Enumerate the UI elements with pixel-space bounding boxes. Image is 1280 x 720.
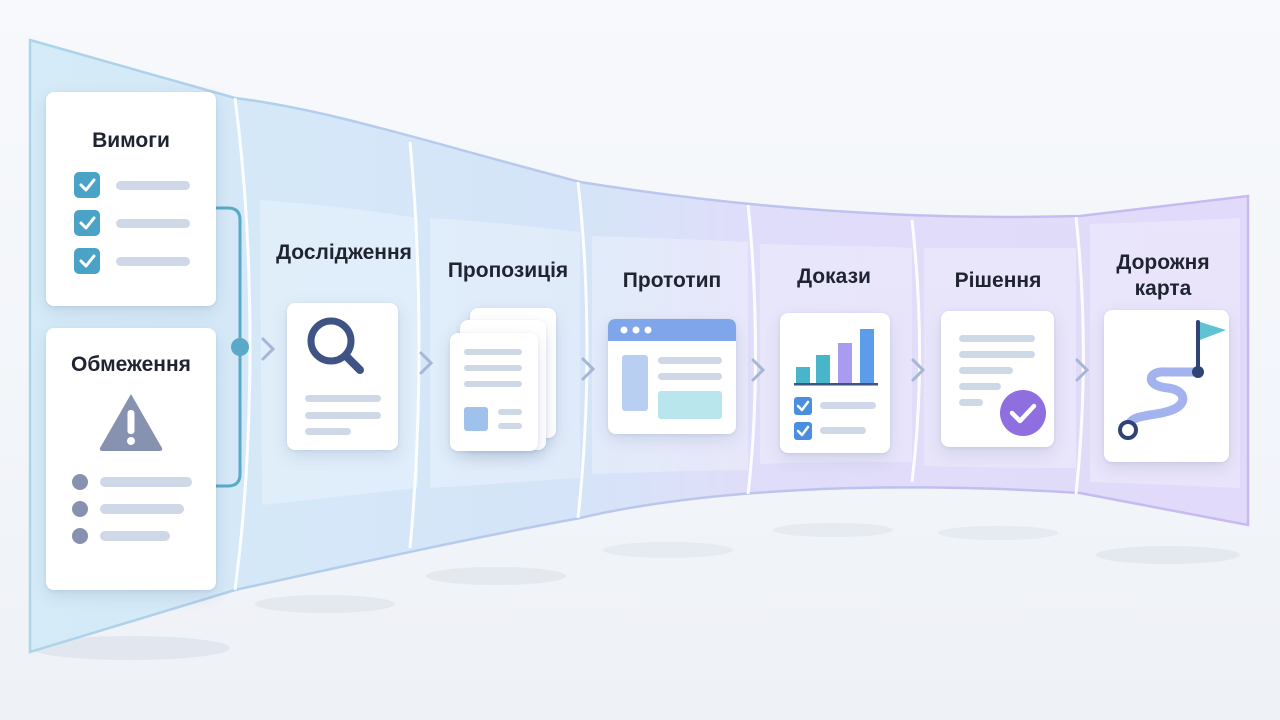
constraints-card: Обмеження (46, 328, 216, 590)
evidence-label: Докази (797, 265, 871, 288)
chevron-right-icon (911, 358, 926, 382)
research-label: Дослідження (276, 241, 412, 264)
prototype-card (608, 319, 736, 434)
decision-card (941, 311, 1054, 447)
connector-node (231, 338, 249, 356)
chevron-right-icon (419, 351, 434, 375)
research-card (287, 303, 398, 450)
checklist-icon (74, 172, 190, 274)
warning-icon (99, 394, 163, 451)
constraints-label: Обмеження (71, 353, 191, 376)
requirements-card: Вимоги (46, 92, 216, 306)
chevron-right-icon (751, 358, 766, 382)
chevron-right-icon (581, 357, 596, 381)
bullet-list-icon (72, 474, 192, 544)
chevron-right-icon (261, 337, 276, 361)
evidence-card (780, 313, 890, 453)
search-icon (305, 317, 381, 435)
requirements-label: Вимоги (92, 129, 170, 152)
documents-icon (464, 349, 522, 431)
roadmap-flag-icon (1118, 320, 1226, 440)
proposal-label: Пропозиція (447, 259, 569, 282)
chevron-right-icon (1075, 358, 1090, 382)
roadmap-label: Дорожня карта (1116, 251, 1210, 300)
roadmap-card (1104, 310, 1229, 462)
approved-document-icon (959, 335, 1046, 436)
browser-window-icon (608, 319, 736, 419)
proposal-card (450, 333, 538, 451)
bar-chart-icon (794, 329, 878, 440)
decision-label: Рішення (954, 269, 1042, 292)
prototype-label: Прототип (622, 269, 722, 292)
